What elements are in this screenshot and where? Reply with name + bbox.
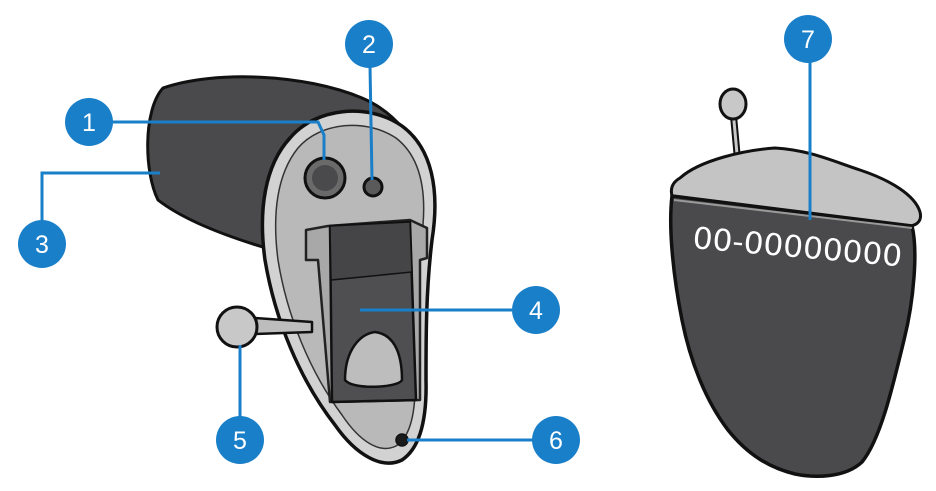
callout-label-5: 5	[233, 427, 247, 455]
callout-badge-6: 6	[532, 416, 580, 464]
side-shell	[669, 194, 917, 478]
leader-line-2	[368, 65, 374, 181]
push-button	[362, 176, 384, 198]
callout-label-1: 1	[82, 109, 96, 137]
callout-badge-3: 3	[18, 220, 66, 268]
callout-label-2: 2	[362, 31, 376, 59]
battery-door-top-band	[329, 221, 413, 281]
microphone-opening	[312, 165, 338, 191]
leader-lines	[40, 60, 812, 442]
hearing-aid-faceplate-view	[146, 75, 437, 465]
callout-label-3: 3	[35, 231, 49, 259]
hearing-aid-side-view: 00-00000000	[669, 87, 922, 478]
callout-badge-1: 1	[65, 98, 113, 146]
side-handle-knob	[718, 87, 748, 121]
leader-line-3	[40, 171, 160, 222]
callout-label-4: 4	[529, 297, 543, 325]
callout-badge-7: 7	[784, 15, 832, 63]
removal-handle-knob	[215, 305, 259, 349]
callout-badge-2: 2	[345, 20, 393, 68]
callout-badge-4: 4	[512, 286, 560, 334]
callout-badge-5: 5	[216, 416, 264, 464]
leader-line-1	[112, 120, 326, 160]
vent-opening	[395, 433, 409, 447]
callout-label-6: 6	[549, 427, 563, 455]
removal-handle-stem	[253, 316, 314, 336]
battery-door-notch	[343, 330, 404, 388]
side-shell-rim	[673, 199, 913, 229]
callout-label-7: 7	[801, 26, 815, 54]
